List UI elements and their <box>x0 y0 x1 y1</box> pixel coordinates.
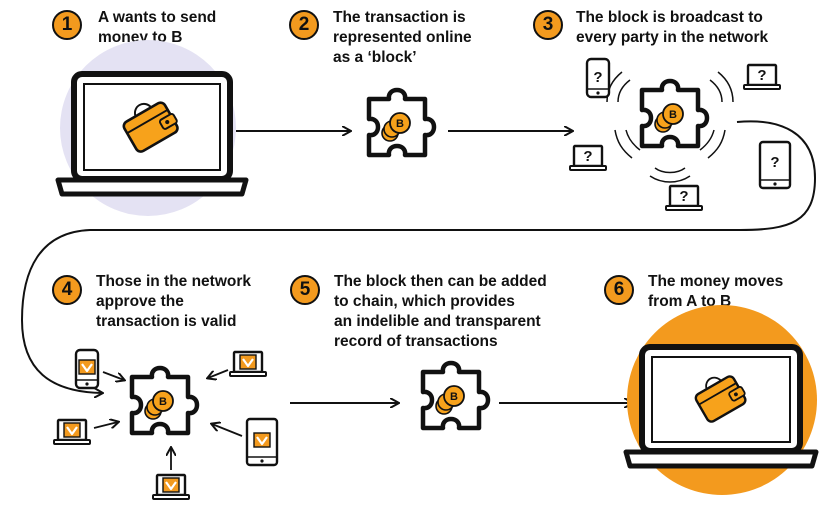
step-2-badge: 2 <box>289 10 319 40</box>
step-2-line-2: represented online <box>333 29 472 46</box>
step-5-label: The block then can be added to chain, wh… <box>334 272 547 352</box>
sender-laptop <box>55 40 249 216</box>
laptop-icon <box>228 350 268 378</box>
approval-puzzle-4: B <box>132 368 197 433</box>
step-4-label: Those in the network approve the transac… <box>96 272 251 332</box>
question-mark-icon: ? <box>679 188 688 205</box>
laptop-icon: ? <box>742 63 782 91</box>
step-3-badge: 3 <box>533 10 563 40</box>
laptop-icon: ? <box>568 144 608 172</box>
step-3-line-1: The block is broadcast to <box>576 9 763 26</box>
broadcast-puzzle-3: B <box>642 81 707 146</box>
laptop-icon <box>151 473 191 501</box>
step-5-line-3: an indelible and transparent <box>334 313 541 330</box>
question-mark-icon: ? <box>757 67 766 84</box>
step-6-line-1: The money moves <box>648 273 784 290</box>
step-4-line-2: approve the <box>96 293 184 310</box>
step-1-line-1: A wants to send <box>98 9 217 26</box>
step-5-badge: 5 <box>290 275 320 305</box>
coin-symbol: B <box>159 396 167 408</box>
step-4-badge: 4 <box>52 275 82 305</box>
step-1-badge: 1 <box>52 10 82 40</box>
tablet-icon: ? <box>758 140 792 190</box>
checkmark-icon <box>77 358 97 376</box>
coin-symbol: B <box>450 391 458 403</box>
step-3-label: The block is broadcast to every party in… <box>576 8 768 48</box>
step-5-line-4: record of transactions <box>334 333 498 350</box>
step-5-line-1: The block then can be added <box>334 273 547 290</box>
phone-icon: ? <box>585 57 611 99</box>
question-mark-icon: ? <box>583 148 592 165</box>
checkmark-icon <box>161 476 181 494</box>
question-mark-icon: ? <box>593 69 602 86</box>
arrow-tablet-to-block <box>212 424 243 437</box>
checkmark-icon <box>238 353 258 371</box>
step-3-line-2: every party in the network <box>576 29 769 46</box>
coin-symbol: B <box>669 109 677 121</box>
step-5-line-2: to chain, which provides <box>334 293 515 310</box>
arrow-laptop-to-block <box>208 369 229 378</box>
receiver-laptop <box>623 305 819 495</box>
step-4-line-1: Those in the network <box>96 273 252 290</box>
step-6-badge: 6 <box>604 275 634 305</box>
broadcast-waves <box>606 71 734 183</box>
laptop-icon <box>52 418 92 446</box>
step-4-line-3: transaction is valid <box>96 313 237 330</box>
chain-puzzle-5: B <box>423 363 488 428</box>
checkmark-icon <box>252 431 272 449</box>
laptop-icon: ? <box>664 184 704 212</box>
arrow-phone-to-block <box>102 371 124 380</box>
question-mark-icon: ? <box>770 154 779 171</box>
step-2-line-3: as a ‘block’ <box>333 49 417 66</box>
step-2-label: The transaction is represented online as… <box>333 8 472 68</box>
connector-3-to-4 <box>20 120 817 393</box>
coin-symbol: B <box>396 118 404 130</box>
block-puzzle-2: B <box>369 90 434 155</box>
arrow-laptop-to-block <box>93 422 118 429</box>
step-2-line-1: The transaction is <box>333 9 466 26</box>
phone-icon <box>74 348 100 390</box>
tablet-icon <box>245 417 279 467</box>
checkmark-icon <box>62 421 82 439</box>
